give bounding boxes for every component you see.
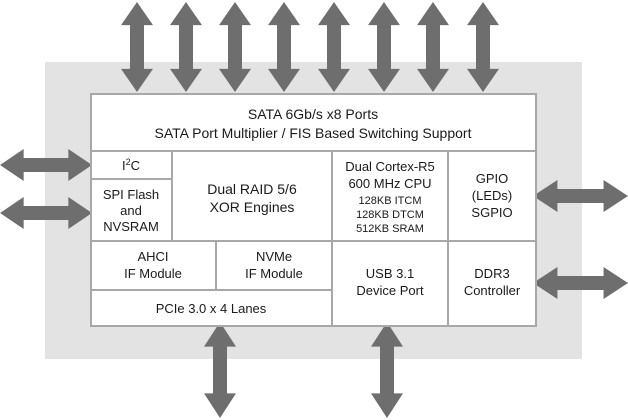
- gpio-label-line1: GPIO: [476, 171, 509, 186]
- sata-block: [90, 93, 537, 152]
- spi-flash-block: [90, 178, 173, 242]
- ahci-label-line1: AHCI: [137, 249, 168, 264]
- cpu-label-line2: 600 MHz CPU: [348, 176, 431, 191]
- sata-label-line2: SATA Port Multiplier / FIS Based Switchi…: [155, 125, 472, 141]
- ddr3-block: [447, 240, 537, 327]
- raid-label-line1: Dual RAID 5/6: [207, 181, 297, 197]
- nvme-label-line1: NVMe: [256, 249, 292, 264]
- raid-block: [171, 150, 333, 242]
- gpio-label-line3: SGPIO: [471, 205, 512, 220]
- ahci-label-line2: IF Module: [124, 266, 182, 281]
- usb-block: [331, 240, 449, 327]
- sata-label-line1: SATA 6Gb/s x8 Ports: [248, 106, 378, 122]
- i2c-block: [90, 150, 173, 180]
- usb-label-line1: USB 3.1: [366, 266, 414, 281]
- pcie-block: [90, 289, 333, 327]
- raid-label-line2: XOR Engines: [210, 199, 295, 215]
- gpio-label-line2: (LEDs): [472, 188, 512, 203]
- usb-label-line2: Device Port: [356, 283, 424, 298]
- spi-flash-label-line2: and: [120, 203, 142, 218]
- ddr3-label-line1: DDR3: [474, 266, 509, 281]
- nvme-label-line2: IF Module: [245, 266, 303, 281]
- cpu-label-line5: 512KB SRAM: [356, 223, 424, 235]
- cpu-label-line3: 128KB ITCM: [359, 195, 422, 207]
- pcie-label: PCIe 3.0 x 4 Lanes: [156, 301, 267, 316]
- cpu-label-line1: Dual Cortex-R5: [345, 159, 435, 174]
- spi-flash-label-line1: SPI Flash: [103, 187, 159, 202]
- i2c-label: I2C: [122, 157, 140, 173]
- ddr3-label-line2: Controller: [464, 283, 521, 298]
- cpu-label-line4: 128KB DTCM: [356, 209, 424, 221]
- spi-flash-label-line3: NVSRAM: [103, 219, 159, 234]
